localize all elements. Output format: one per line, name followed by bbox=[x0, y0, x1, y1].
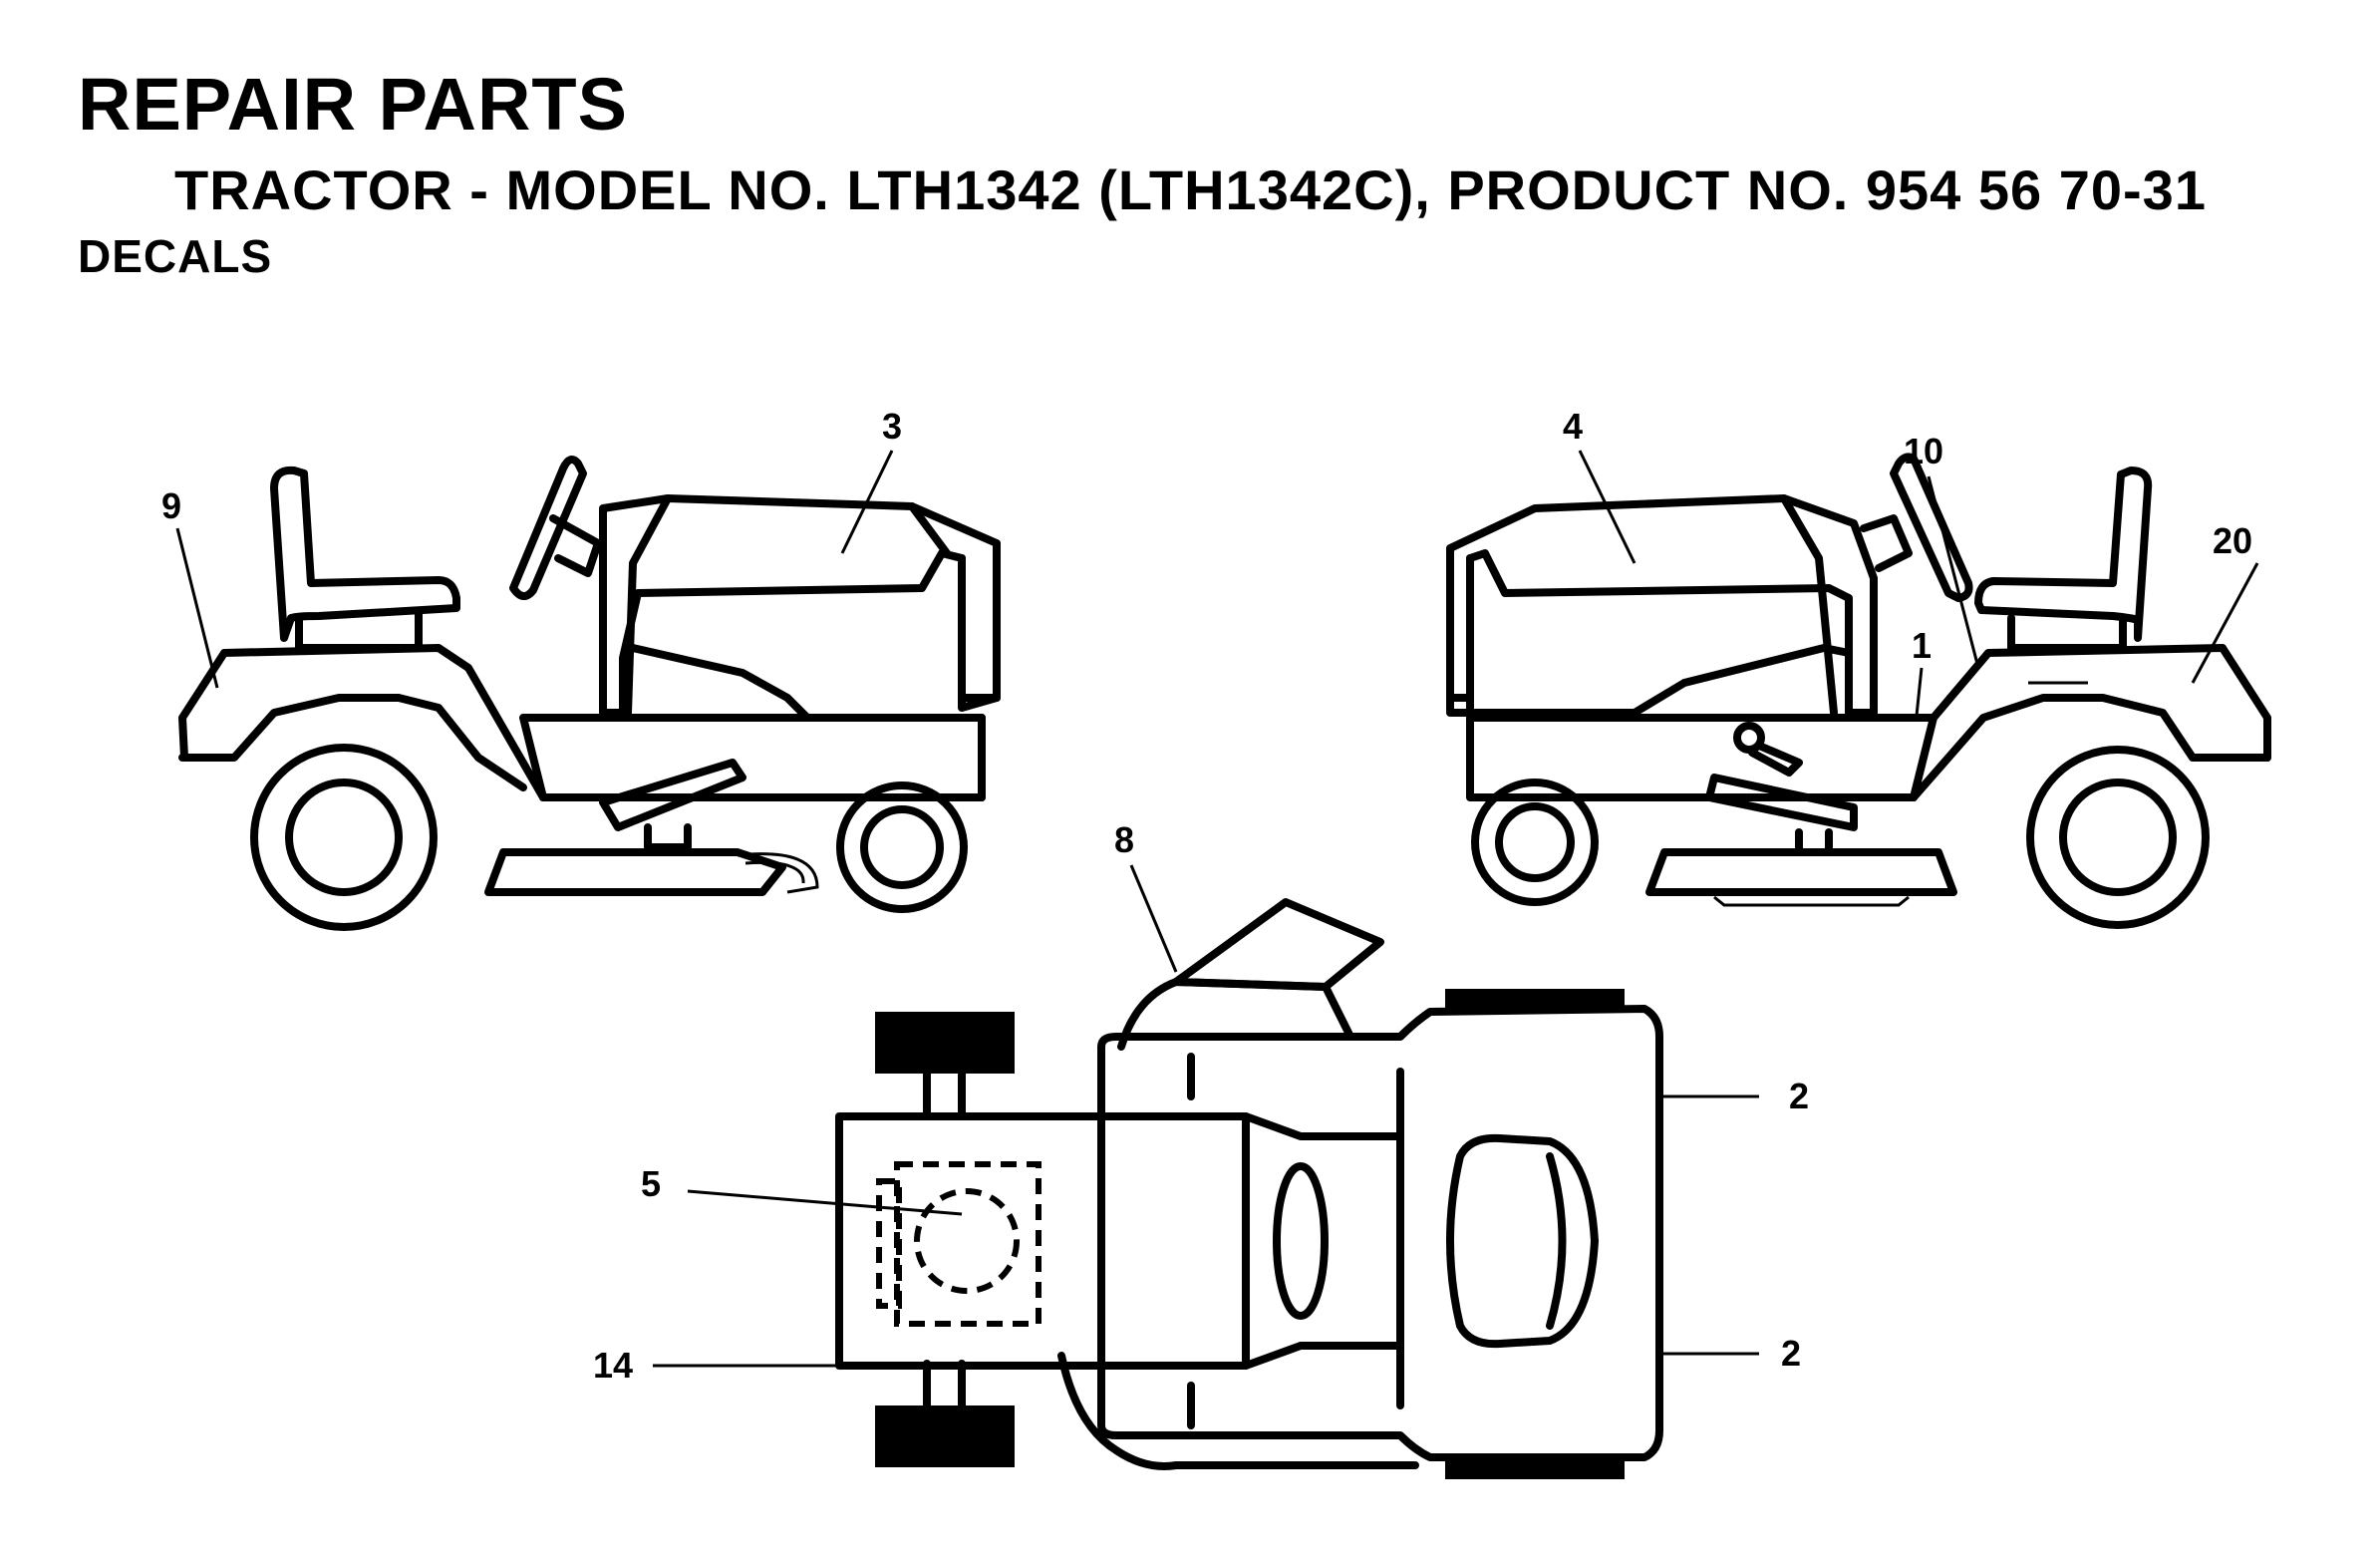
tractor-right-side-view bbox=[1446, 453, 2271, 929]
callout-leaders bbox=[175, 450, 2259, 1368]
axle-post-lower bbox=[923, 1360, 966, 1409]
footrest-left bbox=[599, 759, 746, 831]
leader-3 bbox=[840, 450, 894, 554]
discharge-chute-inner-left bbox=[744, 860, 805, 884]
fender-lower-left bbox=[178, 694, 527, 791]
steering-column-right bbox=[1860, 514, 1913, 572]
rear-wheel-left bbox=[250, 744, 438, 931]
tractor-left-side-view bbox=[178, 456, 1001, 931]
discharge-chute-top bbox=[1172, 898, 1384, 991]
axle-post-upper bbox=[923, 1070, 966, 1118]
front-wheel-top-lower bbox=[875, 1405, 1015, 1467]
callout-1: 1 bbox=[1912, 625, 1932, 666]
front-wheel-left bbox=[836, 781, 968, 913]
rear-hub-left bbox=[285, 779, 403, 896]
front-hub-left bbox=[860, 805, 944, 889]
front-hub-right bbox=[1495, 802, 1575, 882]
callout-14: 14 bbox=[593, 1345, 633, 1386]
seat-base-right bbox=[2007, 614, 2127, 652]
steering-wheel-left bbox=[509, 456, 587, 600]
callout-10: 10 bbox=[1904, 431, 1943, 471]
fender-lower-right bbox=[1910, 694, 2271, 801]
pedal-knob-right bbox=[1733, 722, 1765, 754]
hood-left bbox=[599, 494, 1001, 717]
hood-lower-line-right bbox=[1471, 644, 1853, 717]
deck-skirt-right bbox=[1713, 895, 1910, 907]
rear-wheel-top-upper bbox=[1445, 989, 1625, 1011]
seat-right bbox=[1974, 467, 2153, 642]
grille-left bbox=[958, 554, 1001, 702]
hood-edge-right bbox=[1780, 494, 1838, 717]
section-title: DECALS bbox=[78, 230, 273, 282]
steering-column-left bbox=[549, 514, 602, 577]
model-subtitle: TRACTOR - MODEL NO. LTH1342 (LTH1342C), … bbox=[174, 158, 2207, 221]
tractor-top-view bbox=[835, 898, 1663, 1479]
callout-2-lower: 2 bbox=[1781, 1333, 1801, 1374]
rear-hub-right bbox=[2059, 779, 2177, 896]
page-title: REPAIR PARTS bbox=[78, 63, 628, 146]
deck-mount-left bbox=[644, 823, 692, 851]
steering-wheel-right bbox=[1890, 453, 1973, 602]
hood-edge-left bbox=[624, 494, 672, 717]
mower-deck-left bbox=[484, 848, 786, 896]
leader-8 bbox=[1129, 864, 1178, 973]
mower-deck-right bbox=[1645, 848, 1957, 896]
hood-right bbox=[1446, 494, 1878, 717]
callout-labels: 3 9 4 10 20 1 8 5 14 2 2 bbox=[161, 406, 2252, 1386]
footrest-right bbox=[1705, 774, 1858, 831]
hood-top bbox=[835, 1112, 1250, 1370]
rear-wheel-top-lower bbox=[1445, 1457, 1625, 1479]
callout-2-upper: 2 bbox=[1789, 1076, 1809, 1116]
leader-1 bbox=[1915, 667, 1924, 717]
discharge-chute-left bbox=[737, 852, 819, 894]
hood-front-edge-left bbox=[908, 502, 951, 557]
fender-right bbox=[1930, 644, 2271, 762]
grille-right bbox=[1446, 554, 1474, 702]
decal-area-5-edge bbox=[876, 1178, 902, 1309]
decal-area-5-circle bbox=[914, 1188, 1020, 1294]
seat-back-top bbox=[1546, 1152, 1567, 1330]
seat-top bbox=[1446, 1133, 1599, 1349]
callout-3: 3 bbox=[882, 406, 902, 447]
callout-9: 9 bbox=[161, 485, 181, 526]
leader-9 bbox=[175, 527, 219, 689]
pedal-lever-right bbox=[1748, 742, 1803, 777]
callout-5: 5 bbox=[641, 1163, 661, 1204]
callout-20: 20 bbox=[2213, 520, 2252, 561]
seat-left bbox=[270, 466, 460, 642]
leader-10 bbox=[1927, 475, 1980, 669]
front-wheel-top-upper bbox=[875, 1012, 1015, 1074]
front-wheel-right bbox=[1471, 779, 1599, 906]
mower-deck-top-lower bbox=[1057, 1352, 1419, 1470]
callout-4: 4 bbox=[1563, 406, 1583, 447]
leader-20 bbox=[2191, 562, 2259, 684]
callout-8: 8 bbox=[1114, 819, 1134, 860]
body-outline-top bbox=[1097, 1005, 1663, 1461]
rear-wheel-right bbox=[2026, 746, 2210, 929]
frame-left bbox=[519, 714, 986, 801]
steering-wheel-top bbox=[1273, 1162, 1329, 1320]
leader-5 bbox=[687, 1189, 963, 1216]
deck-mount-right bbox=[1795, 828, 1833, 856]
leader-4 bbox=[1578, 450, 1636, 564]
fender-left bbox=[178, 644, 547, 801]
